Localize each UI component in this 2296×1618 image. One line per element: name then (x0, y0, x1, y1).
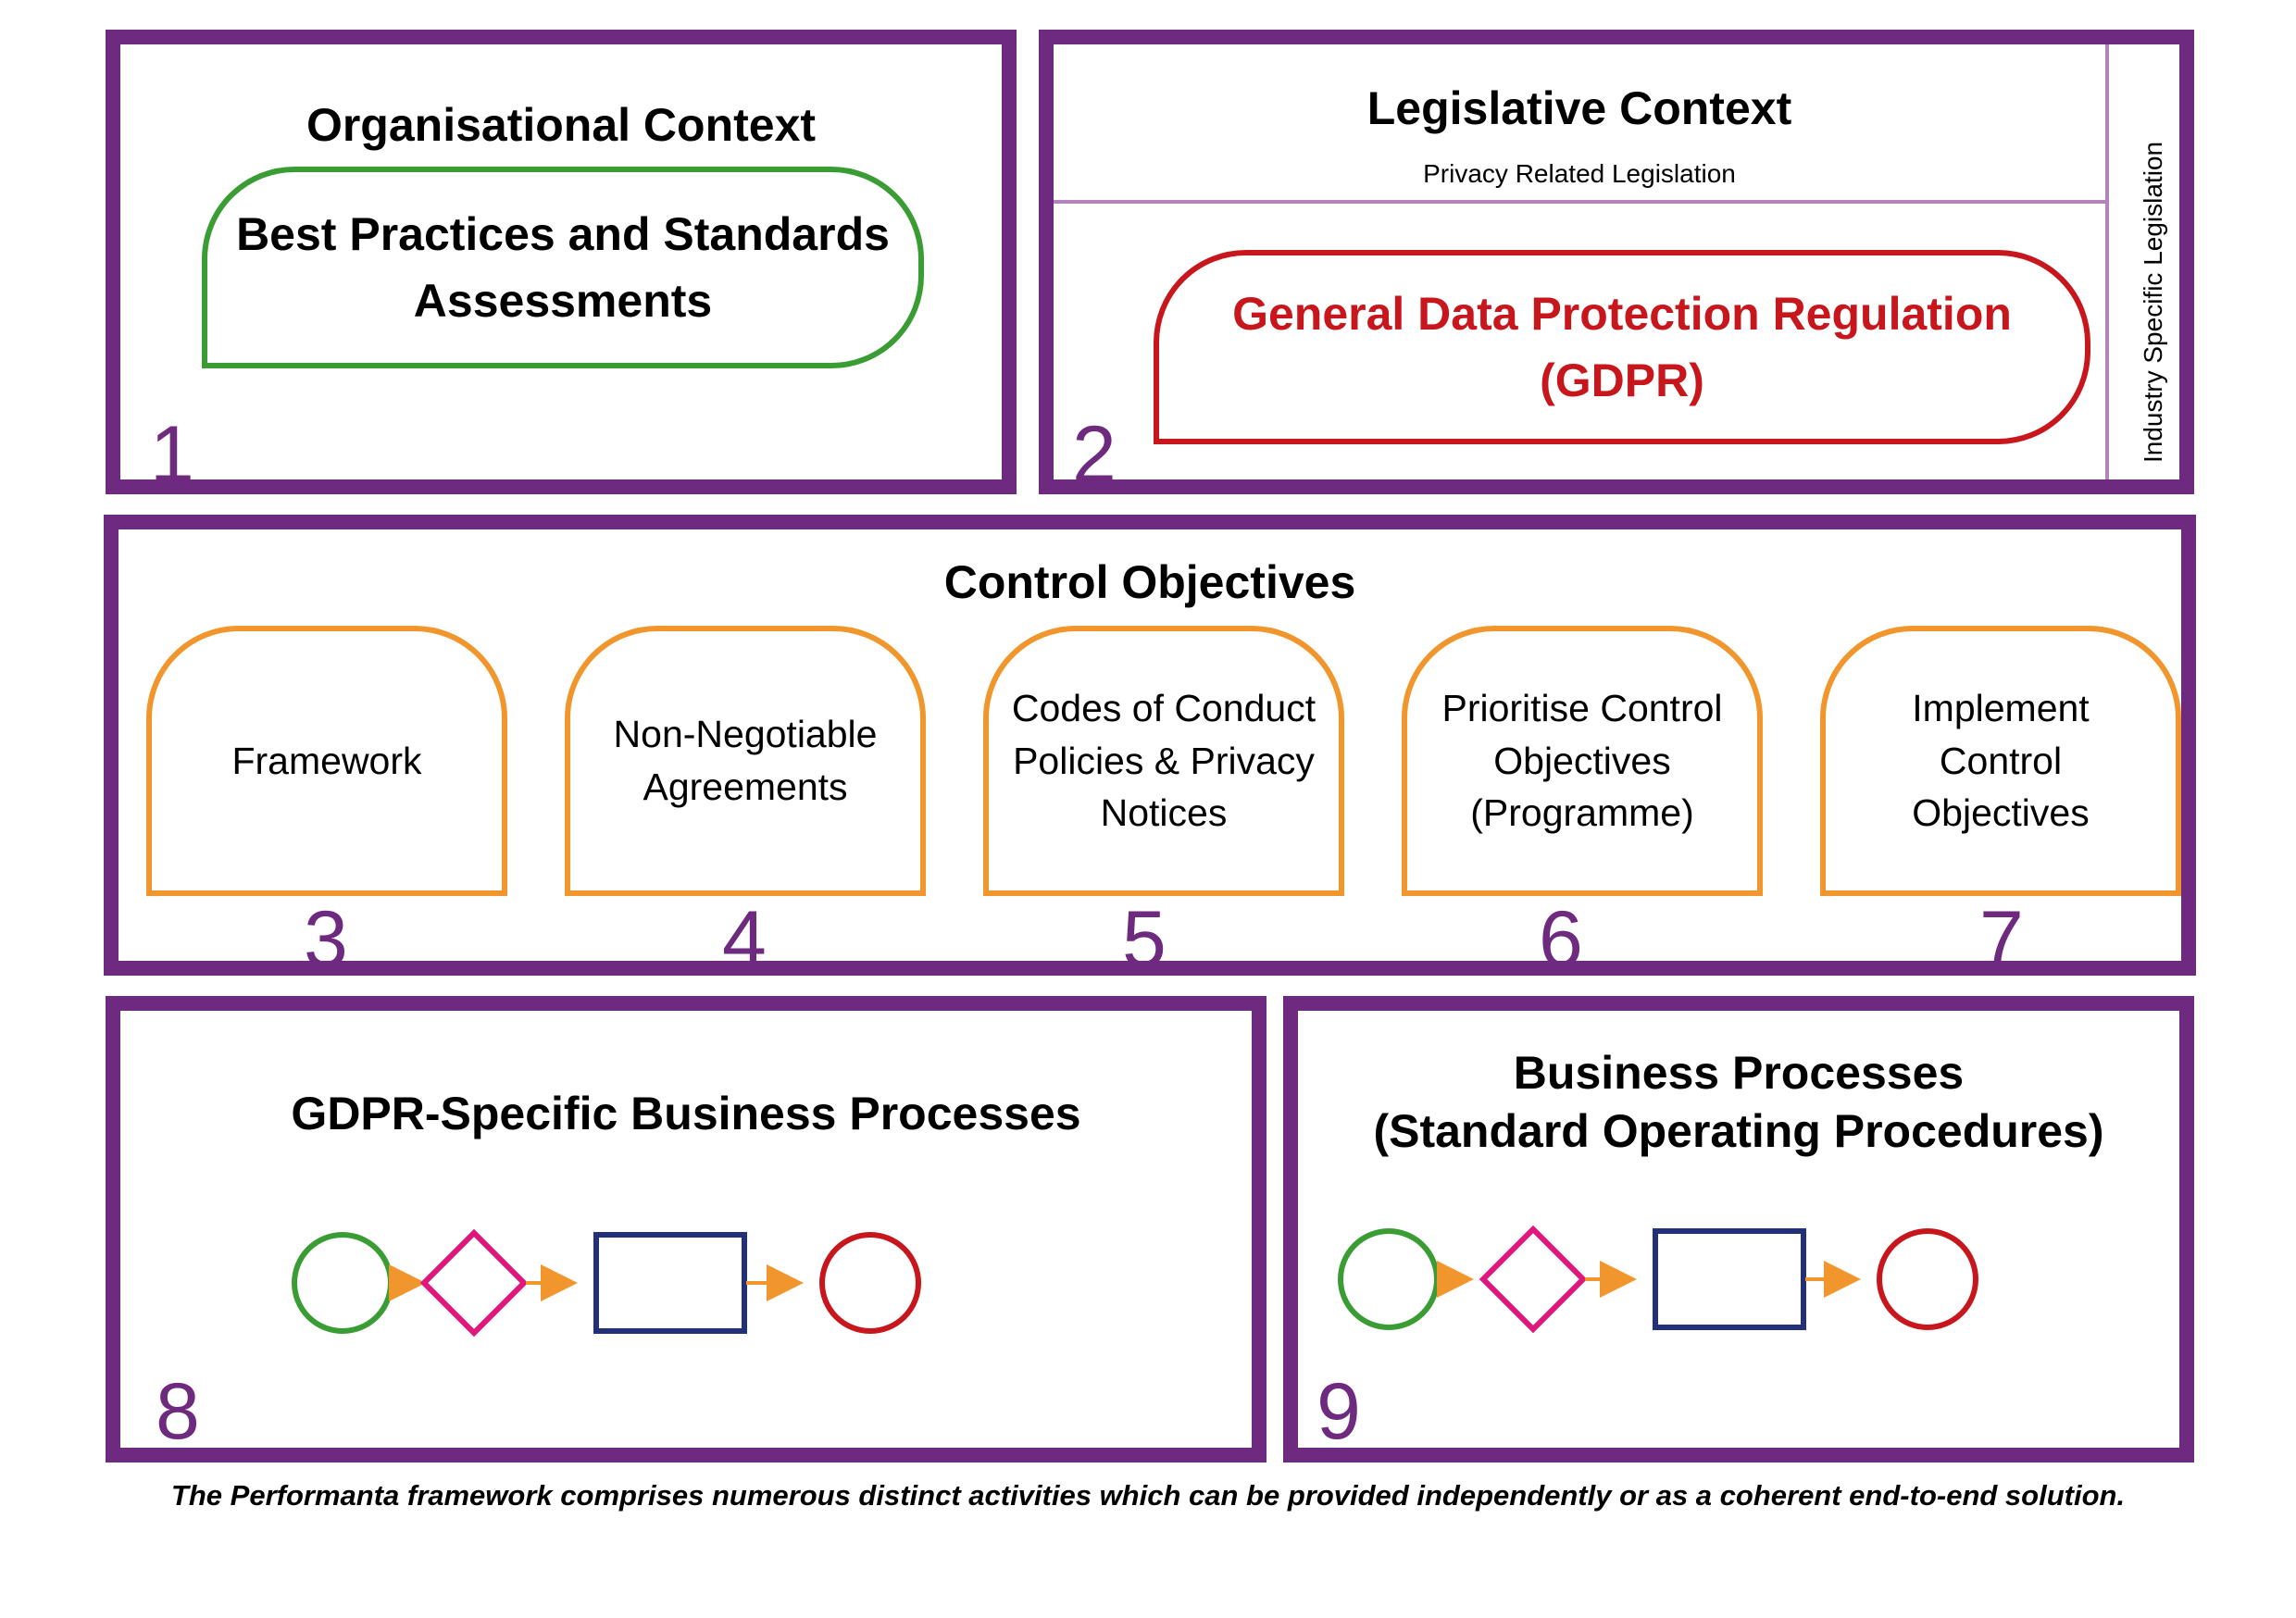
industry-specific-legislation-label: Industry Specific Legislation (2139, 141, 2167, 463)
business-process-flow (1338, 1225, 1978, 1334)
sop-task-box (1653, 1228, 1806, 1330)
panel-control-objectives: Control Objectives Framework 3 Non-Negot… (104, 515, 2196, 984)
control-item-prioritise-line1: Prioritise Control (1441, 687, 1723, 730)
control-item-codes-line3: Notices (1100, 791, 1228, 835)
legislative-side-divider (2105, 44, 2109, 479)
panel-number-8: 8 (156, 1367, 200, 1456)
panel-gdpr-business-processes: GDPR-Specific Business Processes 8 (106, 996, 1267, 1462)
control-item-prioritise: Prioritise Control Objectives (Programme… (1402, 626, 1763, 896)
organisational-context-title: Organisational Context (306, 99, 817, 151)
gdpr-pill-line1: General Data Protection Regulation (1232, 287, 2012, 340)
best-practices-line1: Best Practices and Standards (236, 207, 890, 260)
control-item-implement-line3: Objectives (1912, 791, 2090, 835)
control-item-prioritise-line3: (Programme) (1470, 791, 1694, 835)
panel-organisational-context: Organisational Context Best Practices an… (106, 30, 1017, 494)
sop-start-circle (1338, 1228, 1440, 1330)
legislative-context-title: Legislative Context (1366, 82, 1792, 134)
framework-caption: The Performanta framework comprises nume… (170, 1479, 2126, 1512)
process-start-circle (292, 1232, 393, 1334)
panel-number-4: 4 (722, 895, 767, 984)
control-item-codes-line2: Policies & Privacy (1013, 739, 1315, 782)
panel-number-6: 6 (1539, 895, 1583, 984)
panel-number-7: 7 (1979, 895, 2024, 984)
best-practices-line2: Assessments (413, 275, 713, 327)
control-item-framework: Framework (146, 626, 507, 896)
panel-legislative-context: Legislative Context Privacy Related Legi… (1039, 30, 2194, 494)
control-item-implement-line1: Implement (1912, 687, 2090, 730)
control-item-codes-of-conduct: Codes of Conduct Policies & Privacy Noti… (983, 626, 1344, 896)
control-item-prioritise-line2: Objectives (1493, 739, 1671, 782)
gdpr-processes-title: GDPR-Specific Business Processes (291, 1088, 1081, 1139)
legislative-header: Legislative Context Privacy Related Legi… (1054, 44, 2105, 200)
control-item-non-negotiable-line2: Agreements (643, 765, 848, 808)
gdpr-pill: General Data Protection Regulation (GDPR… (1154, 250, 2090, 444)
sop-decision-diamond (1479, 1225, 1588, 1334)
control-item-implement: Implement Control Objectives (1820, 626, 2181, 896)
legislative-subtitle: Privacy Related Legislation (1423, 159, 1736, 188)
business-processes-title-line2: (Standard Operating Procedures) (1373, 1104, 2104, 1157)
control-item-non-negotiable-line1: Non-Negotiable (613, 713, 878, 756)
panel-number-1: 1 (150, 410, 194, 499)
panel-business-processes: Business Processes (Standard Operating P… (1283, 996, 2194, 1462)
panel-number-5: 5 (1122, 895, 1167, 984)
process-decision-diamond (419, 1228, 529, 1338)
control-item-implement-line2: Control (1939, 739, 2063, 782)
control-item-framework-line1: Framework (231, 739, 422, 782)
panel-number-9: 9 (1316, 1367, 1361, 1456)
control-item-non-negotiable: Non-Negotiable Agreements (565, 626, 926, 896)
best-practices-pill: Best Practices and Standards Assessments (202, 167, 924, 368)
gdpr-pill-line2: (GDPR) (1540, 355, 1704, 406)
panel-number-3: 3 (304, 895, 348, 984)
panel-number-2: 2 (1072, 410, 1117, 499)
business-processes-title-line1: Business Processes (1513, 1047, 1965, 1099)
sop-end-circle (1877, 1228, 1978, 1330)
control-objectives-title: Control Objectives (943, 556, 1356, 608)
gdpr-process-flow (292, 1228, 921, 1338)
business-processes-title: Business Processes (Standard Operating P… (1298, 1044, 2179, 1160)
process-task-box (593, 1232, 747, 1334)
legislative-header-divider (1054, 200, 2105, 204)
control-item-codes-line1: Codes of Conduct (1011, 687, 1316, 730)
process-end-circle (819, 1232, 921, 1334)
